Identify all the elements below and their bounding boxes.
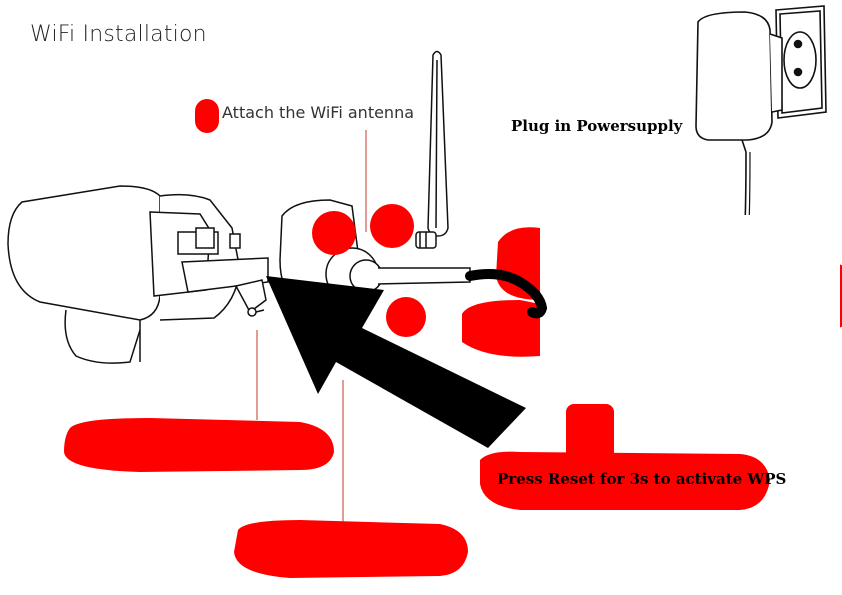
wifi-antenna-icon (415, 50, 449, 249)
power-adapter-icon (695, 11, 783, 153)
redaction-marks (64, 99, 842, 578)
power-label: Plug in Powersupply (511, 117, 683, 135)
white-cover-panel (540, 215, 840, 403)
page-title: WiFi Installation (30, 22, 207, 47)
reset-label: Press Reset for 3s to activate WPS (497, 470, 787, 488)
camera-body-icon (7, 185, 269, 364)
arrow-pointer-icon (266, 276, 526, 448)
wall-socket-icon (775, 5, 827, 119)
antenna-label: Attach the WiFi antenna (222, 103, 415, 122)
cable-scribble (465, 269, 548, 319)
